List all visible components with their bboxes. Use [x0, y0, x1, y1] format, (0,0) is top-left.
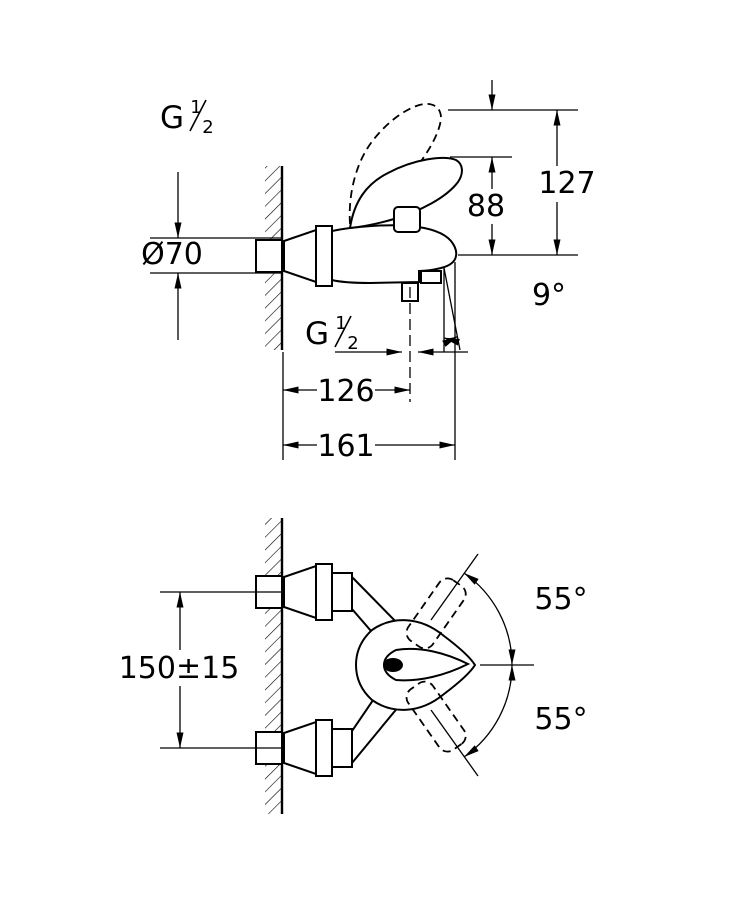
label-mask: [317, 428, 375, 463]
outlet-thread-denominator: 2: [347, 333, 358, 354]
angle-arc: [442, 335, 460, 347]
wall-section-top: [265, 518, 284, 814]
wall-thread-numerator: 1: [190, 97, 201, 118]
dimension-handle-height: 88: [450, 156, 512, 255]
angle-tilted-line: [443, 267, 461, 351]
wall-thread-letter: G: [160, 100, 184, 136]
faucet-body-front: [255, 103, 463, 302]
cartridge-cap: [393, 206, 421, 233]
spout-angle-label: 9°: [532, 278, 566, 313]
dimension-total-projection: 161: [283, 262, 456, 464]
handle-pivot-dot: [383, 658, 403, 672]
max-height-label: 127: [538, 166, 595, 201]
outlet-thread-numerator: 1: [335, 313, 346, 334]
dimension-swing-angles: 55° 55°: [430, 553, 588, 777]
rosette-diameter-label: Ø70: [141, 237, 203, 272]
dimension-connection-spacing: 150±15: [118, 591, 282, 749]
body-nut-front: [315, 225, 333, 287]
handle-lever-front: [348, 157, 463, 230]
swing-line-down: [430, 709, 479, 777]
outlet-thread-label-group: G 1 2: [305, 313, 468, 356]
rosette-cone-upper: [283, 564, 317, 620]
total-projection-label: 161: [317, 429, 374, 464]
dimension-outlet-distance: 126: [282, 352, 410, 460]
label-mask: [463, 189, 509, 224]
handle-height-label: 88: [467, 189, 505, 224]
dimension-spout-angle: 9°: [442, 267, 566, 352]
label-mask: [118, 650, 240, 686]
dimension-rosette-diameter: Ø70: [141, 172, 282, 340]
rosette-cone-lower: [283, 720, 317, 776]
swing-arc-down: [463, 664, 516, 758]
rosette-cone-front: [283, 228, 317, 284]
label-mask: [536, 166, 598, 202]
handle-raised-outline: [348, 103, 442, 226]
outlet-thread-fraction-slash: [334, 315, 352, 348]
wall-thread-denominator: 2: [202, 117, 213, 138]
union-nut-front: [255, 239, 283, 273]
connection-spacing-label: 150±15: [119, 651, 240, 686]
front-view: G 1 2 Ø70 127 88: [141, 80, 598, 464]
body-nut-upper: [315, 563, 333, 621]
wall-hatching: [265, 518, 282, 814]
body-nut-lower: [315, 719, 333, 777]
dimension-max-height: 127: [448, 80, 598, 255]
swing-line-up: [430, 553, 479, 621]
outlet-thread-letter: G: [305, 316, 329, 352]
handle-lever-top: [382, 647, 471, 682]
spout-aerator: [420, 270, 442, 284]
wall-thread-fraction-slash: [189, 99, 207, 132]
inlet-stub-lower: [331, 728, 353, 768]
top-view: 55° 55° 150±15: [118, 518, 588, 814]
inlet-stub-upper: [331, 572, 353, 612]
label-mask: [317, 373, 375, 408]
faucet-body-top: [255, 563, 477, 777]
swing-angle-up-label: 55°: [534, 582, 587, 617]
outlet-distance-label: 126: [317, 374, 374, 409]
swing-arc-up: [463, 572, 516, 666]
swing-angle-down-label: 55°: [534, 702, 587, 737]
wall-thread-label-group: G 1 2: [160, 97, 214, 138]
